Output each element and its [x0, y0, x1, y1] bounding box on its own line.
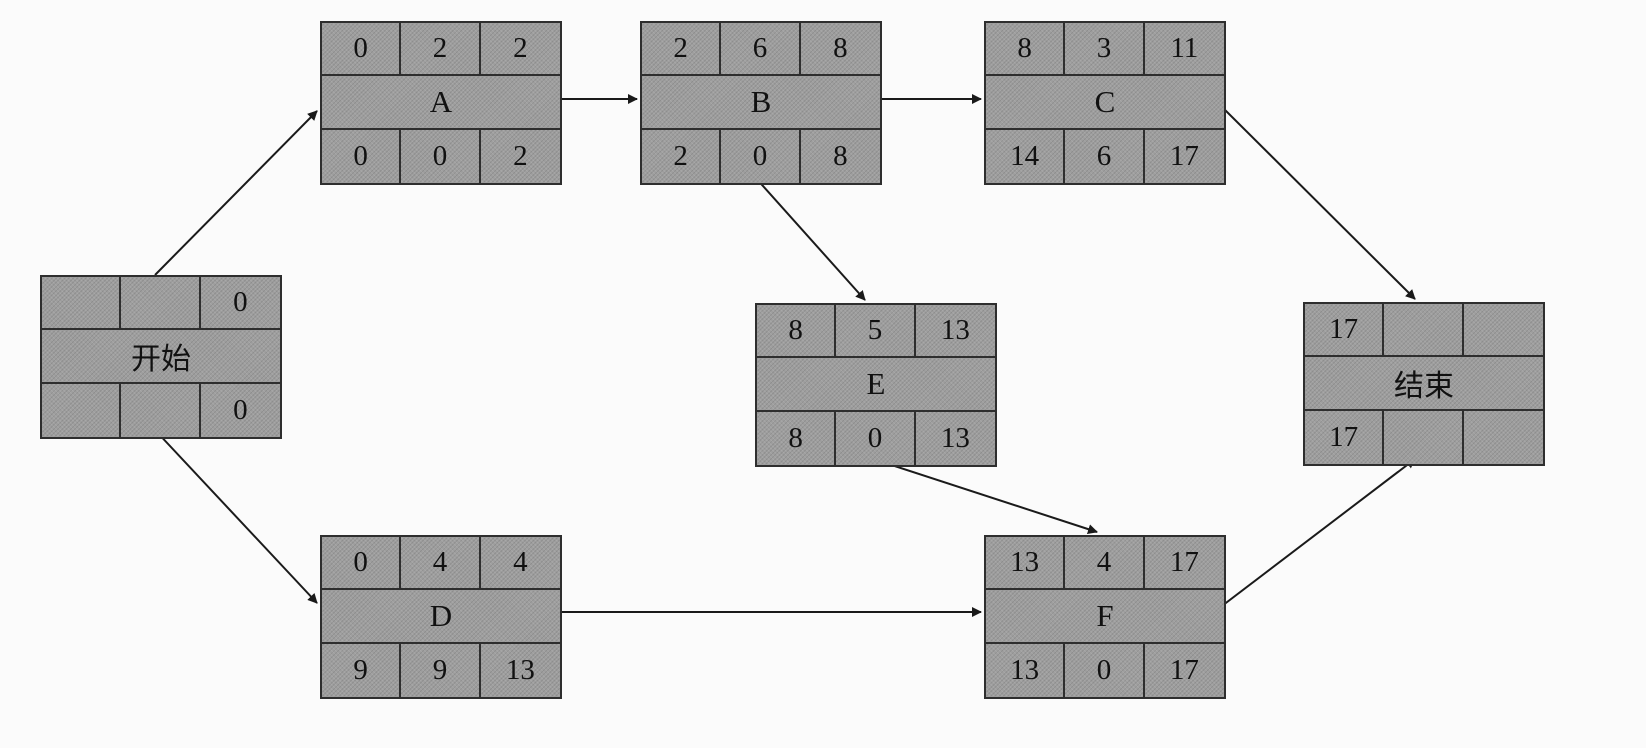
e-top-1: 8 [757, 305, 837, 359]
edge-e-to-f [869, 457, 1098, 534]
a-name: A [322, 76, 560, 130]
b-top-3: 8 [800, 23, 880, 77]
e-top-3: 13 [915, 305, 995, 359]
e-bottom-2: 0 [836, 411, 916, 465]
start-bottom-2 [121, 383, 201, 437]
a-bottom-1: 0 [322, 129, 402, 183]
a-top-3: 2 [480, 23, 560, 77]
node-b: 2 6 8 B 2 0 8 [640, 21, 882, 185]
b-bottom-2: 0 [721, 129, 801, 183]
node-a: 0 2 2 A 0 0 2 [320, 21, 562, 185]
d-name: D [322, 590, 560, 644]
end-top-1: 17 [1305, 304, 1385, 358]
d-top-3: 4 [480, 537, 560, 591]
b-bottom-3: 8 [833, 139, 848, 172]
node-e: 8 5 13 E 8 0 13 [755, 303, 997, 467]
start-top-2 [121, 277, 201, 331]
e-bottom-3: 13 [940, 421, 970, 454]
b-top-2: 6 [721, 23, 801, 77]
d-top-1: 0 [322, 537, 402, 591]
end-bottom-3 [1464, 411, 1543, 464]
b-top-1: 2 [642, 23, 722, 77]
d-bottom-1: 9 [322, 643, 402, 697]
edge-c-to-end [1213, 98, 1416, 300]
edge-f-to-end [1213, 458, 1416, 613]
f-bottom-1: 13 [986, 643, 1066, 697]
node-d: 0 4 4 D 9 9 13 [320, 535, 562, 699]
c-bottom-1: 14 [986, 129, 1066, 183]
c-top-2: 3 [1065, 23, 1145, 77]
b-bottom-1: 2 [642, 129, 722, 183]
f-top-3: 17 [1144, 537, 1224, 591]
end-bottom-2 [1384, 410, 1464, 464]
b-name: B [642, 76, 880, 130]
c-bottom-2: 6 [1065, 129, 1145, 183]
end-top-2 [1384, 304, 1464, 358]
end-bottom-1: 17 [1305, 410, 1385, 464]
edge-start-to-a [154, 110, 318, 276]
node-c: 8 3 11 C 14 6 17 [984, 21, 1226, 185]
end-top-3 [1463, 304, 1543, 358]
d-bottom-3: 13 [505, 653, 535, 686]
f-top-1: 13 [986, 537, 1066, 591]
c-top-3: 11 [1144, 23, 1224, 77]
start-bottom-3: 0 [233, 393, 248, 426]
f-name: F [986, 590, 1224, 644]
edge-start-to-d [154, 429, 318, 604]
a-bottom-3: 2 [513, 139, 528, 172]
e-bottom-1: 8 [757, 411, 837, 465]
edge-b-to-e [754, 176, 866, 301]
start-top-1 [42, 277, 122, 331]
f-top-2: 4 [1065, 537, 1145, 591]
node-start: 0 开始 0 [40, 275, 282, 439]
a-top-1: 0 [322, 23, 402, 77]
node-f: 13 4 17 F 13 0 17 [984, 535, 1226, 699]
c-top-1: 8 [986, 23, 1066, 77]
start-name: 开始 [42, 330, 280, 384]
c-name: C [986, 76, 1224, 130]
d-top-2: 4 [401, 537, 481, 591]
e-top-2: 5 [836, 305, 916, 359]
start-top-3: 0 [200, 277, 280, 331]
a-bottom-2: 0 [401, 129, 481, 183]
d-bottom-2: 9 [401, 643, 481, 697]
end-name: 结束 [1305, 357, 1543, 411]
f-bottom-2: 0 [1065, 643, 1145, 697]
a-top-2: 2 [401, 23, 481, 77]
start-bottom-1 [42, 383, 122, 437]
c-bottom-3: 17 [1169, 139, 1199, 172]
node-end: 17 结束 17 [1303, 302, 1545, 466]
e-name: E [757, 358, 995, 412]
f-bottom-3: 17 [1169, 653, 1199, 686]
